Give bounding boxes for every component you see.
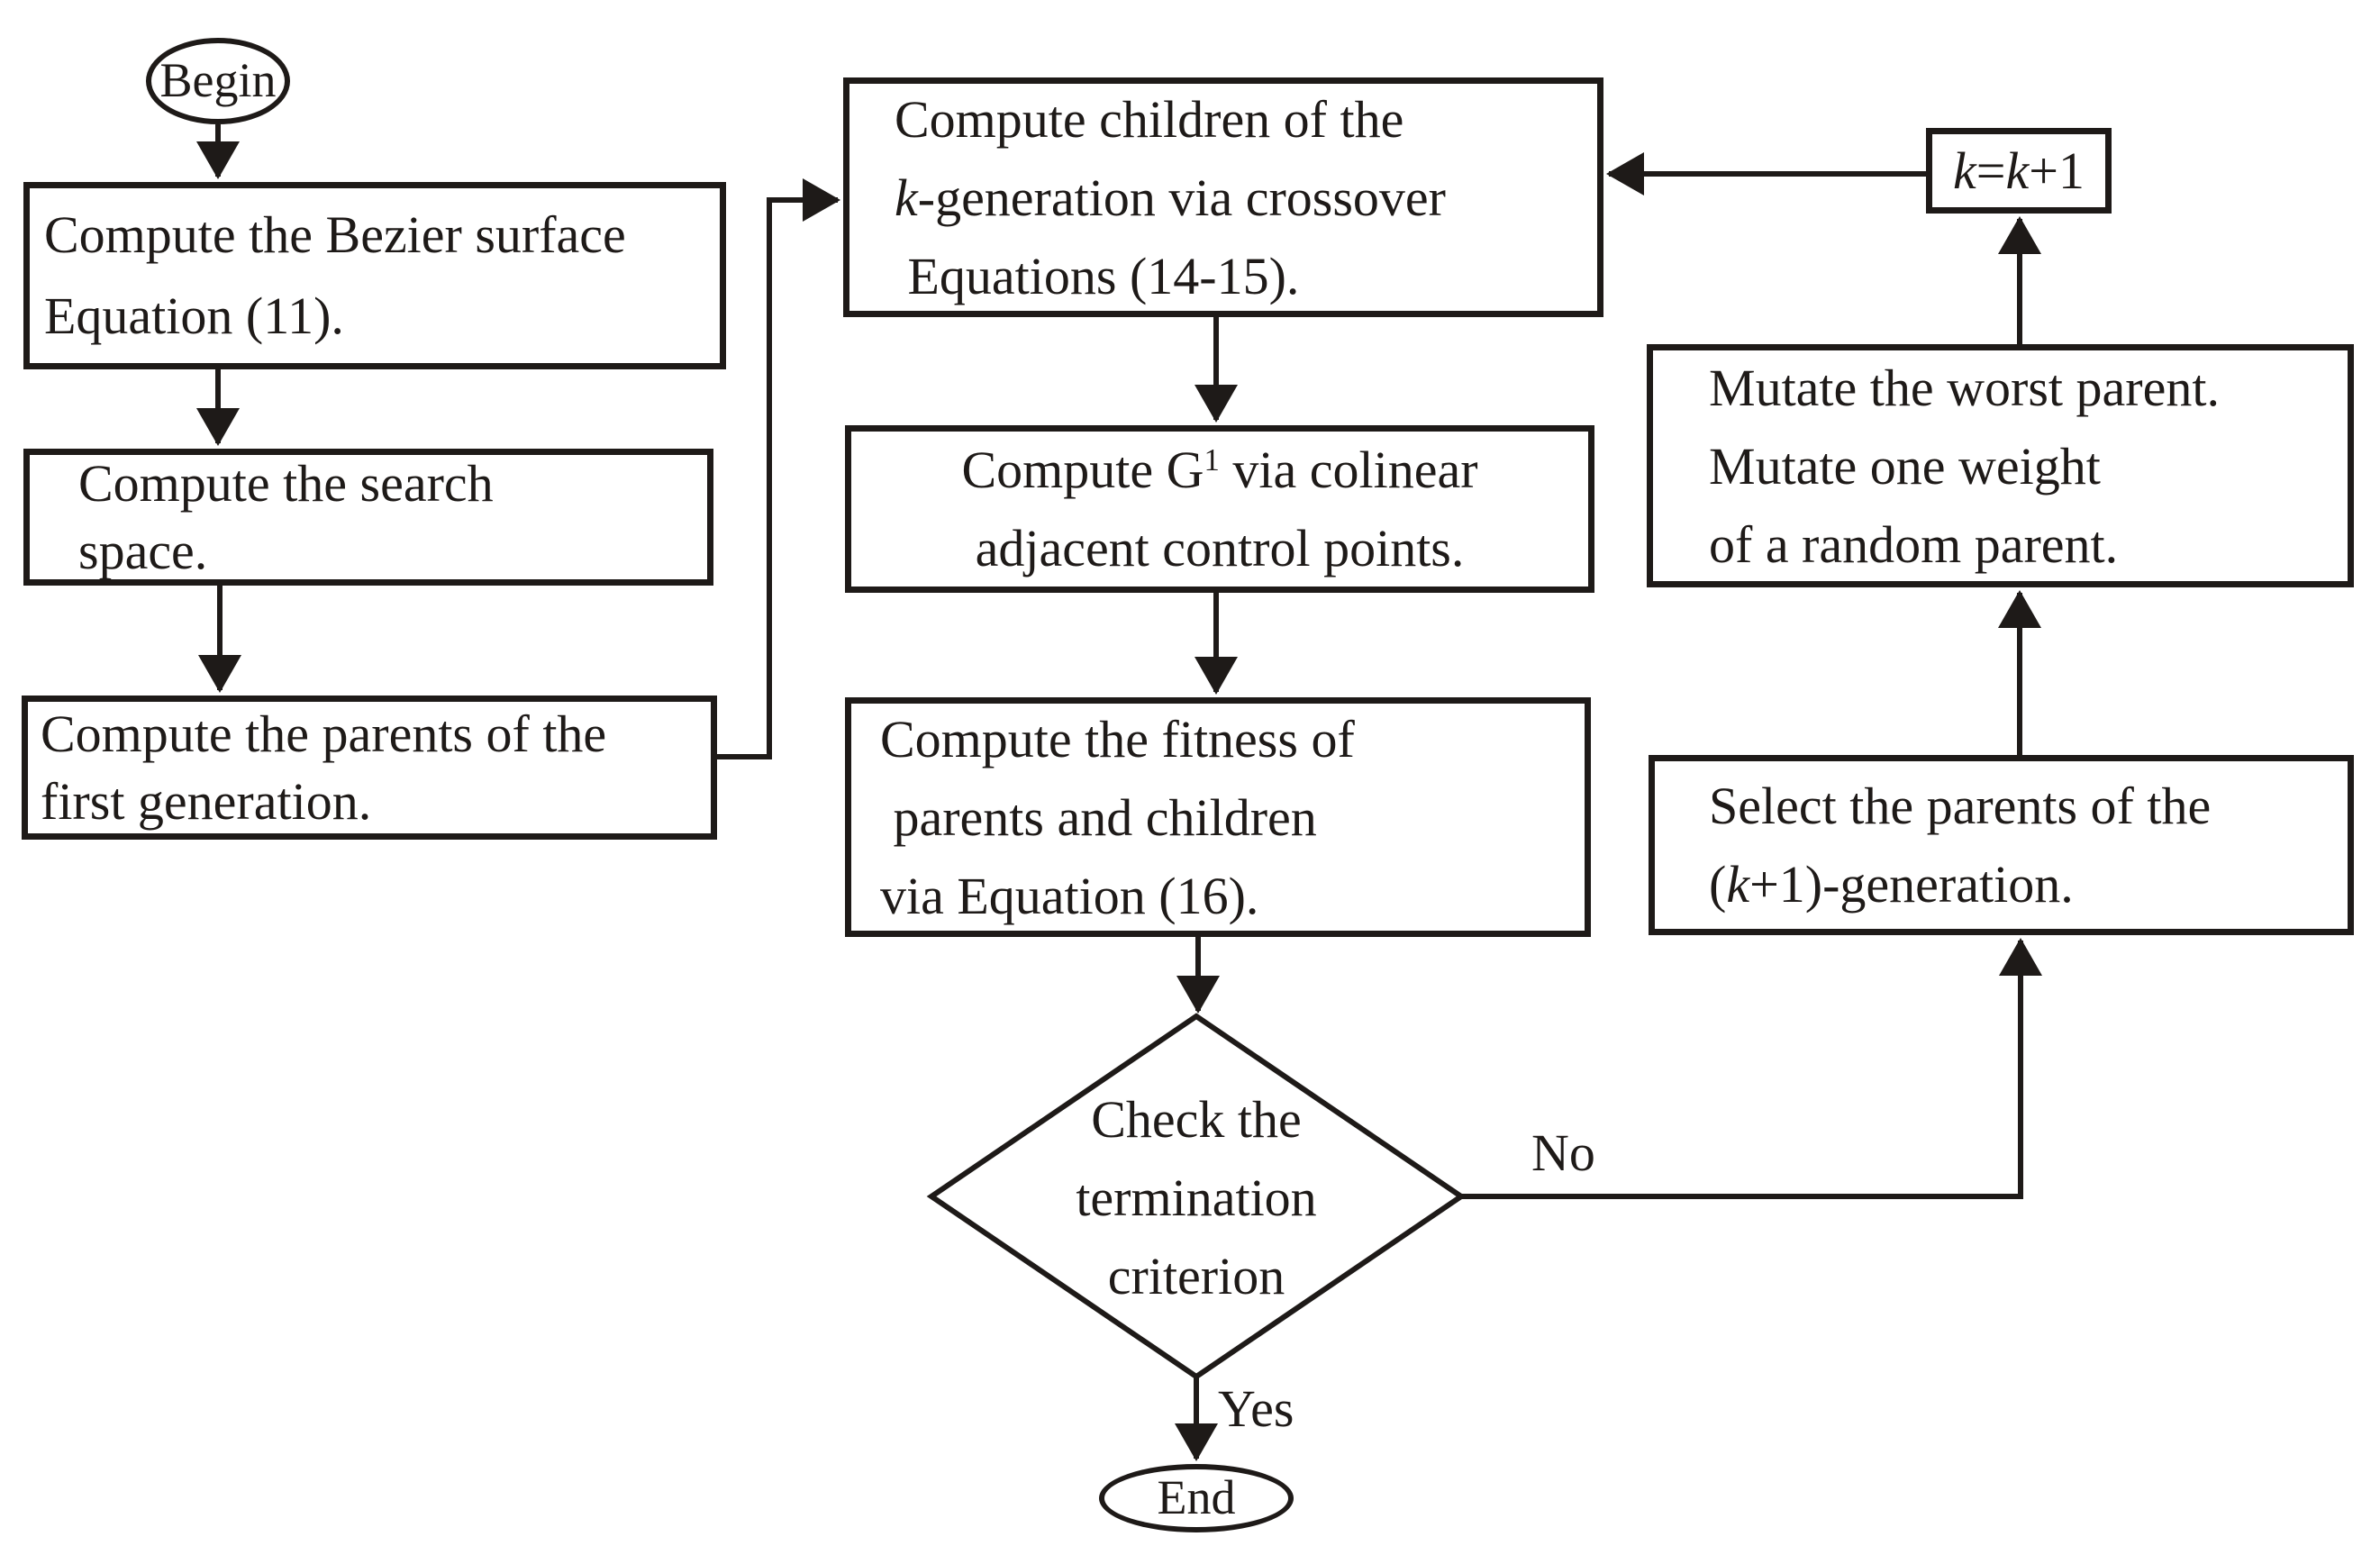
label-no-branch: No bbox=[1531, 1123, 1595, 1182]
edge-decision-no-to-select bbox=[1461, 938, 2042, 1199]
decision-diamond-shape bbox=[926, 1013, 1467, 1380]
process-k-increment: k=k+1 bbox=[1926, 128, 2112, 214]
edge-parents-to-children bbox=[717, 178, 840, 759]
process-compute-fitness: Compute the fitness of parents and child… bbox=[845, 697, 1591, 937]
begin-terminator: Begin bbox=[146, 38, 290, 124]
label-yes-branch: Yes bbox=[1218, 1379, 1294, 1438]
process-mutate-parents: Mutate the worst parent.Mutate one weigh… bbox=[1647, 344, 2354, 587]
process-select-next-generation-parents: Select the parents of the(k+1)-generatio… bbox=[1649, 755, 2354, 935]
end-terminator: End bbox=[1099, 1464, 1294, 1532]
